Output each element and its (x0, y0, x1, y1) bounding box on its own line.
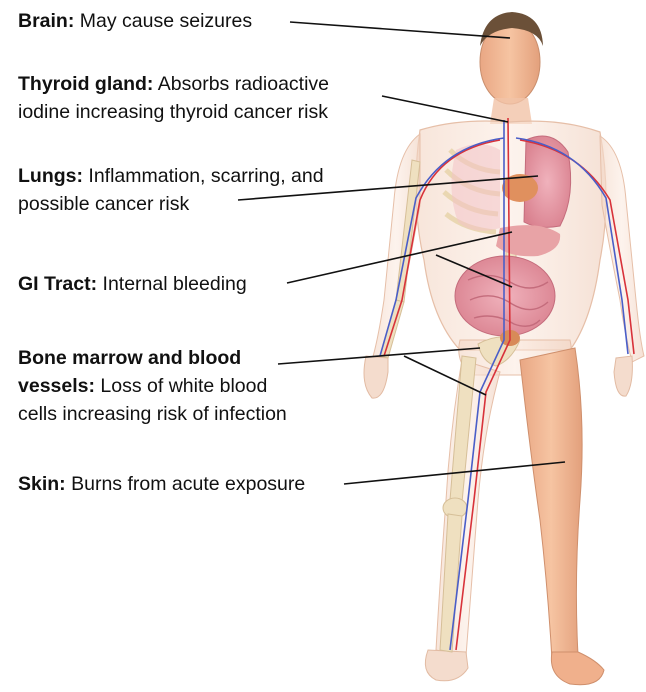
label-brain-term: Brain: (18, 10, 74, 32)
label-lungs: Lungs: Inflammation, scarring, and possi… (18, 162, 324, 218)
label-lungs-term: Lungs: (18, 165, 83, 187)
label-skin: Skin: Burns from acute exposure (18, 470, 305, 498)
label-bone-marrow: Bone marrow and blood vessels: Loss of w… (18, 344, 287, 428)
label-brain: Brain: May cause seizures (18, 7, 252, 35)
label-thyroid-text-2: iodine increasing thyroid cancer risk (18, 98, 329, 126)
label-gi-tract-text: Internal bleeding (103, 273, 247, 295)
label-lungs-text-2: possible cancer risk (18, 190, 324, 218)
label-skin-term: Skin: (18, 473, 66, 495)
label-skin-text: Burns from acute exposure (71, 473, 305, 495)
label-gi-tract-term: GI Tract: (18, 273, 97, 295)
label-bone-marrow-text-1: Loss of white blood (100, 375, 267, 397)
label-thyroid-text-1: Absorbs radioactive (158, 73, 329, 95)
label-thyroid-term: Thyroid gland: (18, 73, 153, 95)
leader-line-thyroid (382, 96, 508, 122)
leader-line-brain (290, 22, 510, 38)
label-gi-tract: GI Tract: Internal bleeding (18, 270, 247, 298)
label-brain-text: May cause seizures (80, 10, 252, 32)
label-lungs-text-1: Inflammation, scarring, and (88, 165, 323, 187)
label-bone-marrow-text-2: cells increasing risk of infection (18, 400, 287, 428)
label-bone-marrow-term: Bone marrow and blood (18, 347, 241, 369)
label-thyroid: Thyroid gland: Absorbs radioactive iodin… (18, 70, 329, 126)
skin-leg (520, 348, 604, 685)
label-bone-marrow-term-2: vessels: (18, 375, 95, 397)
